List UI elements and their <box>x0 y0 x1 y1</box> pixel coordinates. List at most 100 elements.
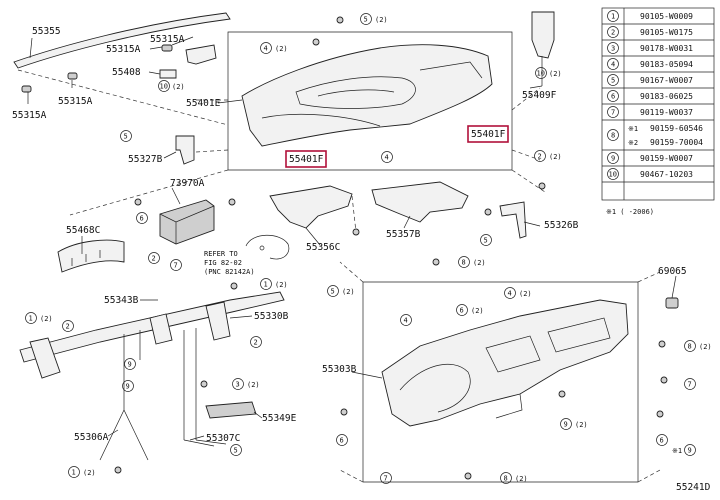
table-row-part-number: 90119-W0037 <box>640 108 693 117</box>
airbag-73970a-part <box>159 199 215 245</box>
callout: 6 <box>136 212 148 224</box>
callout: 1 (2) <box>25 312 53 324</box>
highlight-callout-55401f-a: 55401F <box>285 150 327 168</box>
callout: 9 <box>124 358 136 370</box>
part-label-69065: 69065 <box>658 266 687 277</box>
svg-text:(2): (2) <box>549 70 562 78</box>
svg-text:(2): (2) <box>473 259 486 267</box>
table-row-part-number: 90467-10203 <box>640 170 693 179</box>
cable-loop-part <box>245 234 290 260</box>
svg-text:10: 10 <box>160 83 168 91</box>
callout: 4(2) <box>504 287 532 299</box>
callout: 9 <box>122 380 134 392</box>
svg-text:2: 2 <box>254 339 258 347</box>
part-label-55355: 55355 <box>32 26 61 37</box>
callout: 7 <box>380 472 392 484</box>
callout-circles: 5(2) 4(2) 10(2) 10(2) 5 2(2) 4 6 5 8(2) … <box>25 13 712 484</box>
svg-text:(2): (2) <box>40 315 53 323</box>
svg-text:8: 8 <box>504 475 508 483</box>
callout: 4 (2) <box>260 42 288 54</box>
callout: 5 <box>230 444 242 456</box>
clip-69065-part <box>665 297 679 309</box>
svg-text:4: 4 <box>404 317 408 325</box>
callout: 1 (2) <box>68 466 96 478</box>
svg-text:(2): (2) <box>275 45 288 53</box>
svg-text:6: 6 <box>140 215 144 223</box>
table-row-number: 9 <box>611 155 615 163</box>
part-label-55356c: 55356C <box>306 242 340 253</box>
svg-text:(2): (2) <box>83 469 96 477</box>
part-label-55401f-a: 55401F <box>289 154 324 165</box>
svg-text:4: 4 <box>264 45 268 53</box>
callout: 10 (2) <box>158 80 185 92</box>
svg-text:9: 9 <box>688 447 692 455</box>
svg-text:6: 6 <box>340 437 344 445</box>
callout: 5(2) <box>360 13 388 25</box>
callout: 4 <box>381 151 393 163</box>
svg-text:5: 5 <box>364 16 368 24</box>
callout: 9(2) <box>560 418 588 430</box>
table-row-part-number-alt: 90159-70004 <box>650 138 703 147</box>
svg-text:8: 8 <box>688 343 692 351</box>
svg-text:(2): (2) <box>275 281 288 289</box>
table-row-number: 4 <box>611 61 615 69</box>
duct-55356c-part <box>269 185 353 229</box>
cover-55468c-part <box>57 239 125 273</box>
table-row-number: 3 <box>611 45 615 53</box>
svg-text:9: 9 <box>128 361 132 369</box>
table-note: ※1 ( -2006) <box>606 208 654 216</box>
dashed-leaders <box>17 69 661 483</box>
table-row-part-number: 90167-W0007 <box>640 76 693 85</box>
callout: 8(2) <box>458 256 486 268</box>
svg-text:(2): (2) <box>519 290 532 298</box>
refer-note-line-2: FIG 82-02 <box>204 259 242 267</box>
table-row-part-number: 90183-06025 <box>640 92 693 101</box>
callout: 7 <box>170 259 182 271</box>
part-label-55343b: 55343B <box>104 295 139 306</box>
callout: 10 (2) <box>535 67 562 79</box>
table-row-number: 5 <box>611 77 615 85</box>
svg-text:10: 10 <box>537 70 545 78</box>
lower-dash-panel-part <box>381 299 629 427</box>
part-label-55327b: 55327B <box>128 154 163 165</box>
callout: 8 (2) <box>500 472 528 484</box>
part-label-55401f-b: 55401F <box>471 129 506 140</box>
svg-text:(2): (2) <box>515 475 528 483</box>
part-label-55307c: 55307C <box>206 433 240 444</box>
table-row-tag-alt: ※2 <box>628 139 638 147</box>
refer-note-line-1: REFER TO <box>204 250 238 258</box>
part-label-55315a-mid: 55315A <box>58 96 93 107</box>
svg-text:1: 1 <box>72 469 76 477</box>
callout: 7 <box>684 378 696 390</box>
clip-parts <box>21 44 173 93</box>
table-row-part-number: 90159-60546 <box>650 124 703 133</box>
svg-text:1: 1 <box>29 315 33 323</box>
dash-upper-panel-part <box>241 44 493 147</box>
part-label-55408: 55408 <box>112 67 141 78</box>
highlight-callout-55401f-b: 55401F <box>467 125 509 143</box>
part-label-55315a-top: 55315A <box>150 34 185 45</box>
bracket-55349e-part <box>205 401 257 419</box>
part-label-55315a-far: 55315A <box>12 110 47 121</box>
part-label-55326b: 55326B <box>544 220 579 231</box>
part-label-73970a: 73970A <box>170 178 205 189</box>
svg-text:(2): (2) <box>342 288 355 296</box>
refer-note: REFER TO FIG 82-02 (PNC 82142A) <box>204 250 255 276</box>
table-row-number: 2 <box>611 29 615 37</box>
table-row-part-number: 90105-W0009 <box>640 12 693 21</box>
callout: 3(2) <box>232 378 260 390</box>
svg-text:(2): (2) <box>172 83 185 91</box>
part-label-55349e: 55349E <box>262 413 297 424</box>
callout: 9 <box>684 444 696 456</box>
callout: 6(2) <box>456 304 484 316</box>
callout: 2(2) <box>534 150 562 162</box>
